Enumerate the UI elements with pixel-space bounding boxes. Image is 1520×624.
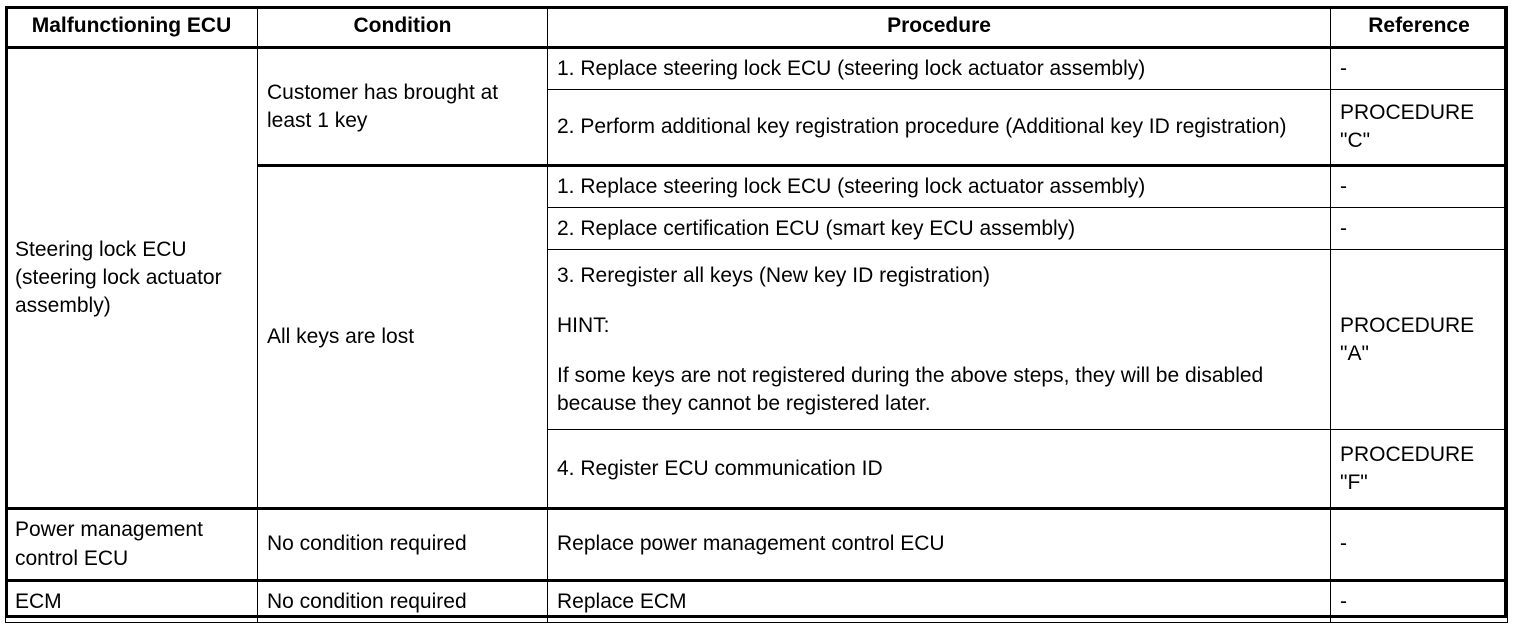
cell-condition-none: No condition required <box>257 507 548 582</box>
table-row: 2. Perform additional key registration p… <box>6 89 1508 168</box>
cell-reference: - <box>1330 579 1508 623</box>
table-header-row: Malfunctioning ECU Condition Procedure R… <box>5 5 1508 50</box>
hint-body: If some keys are not registered during t… <box>557 363 1264 415</box>
header-reference: Reference <box>1330 5 1508 50</box>
table-row: 3. Reregister all keys (New key ID regis… <box>6 249 1508 431</box>
hint-block: 3. Reregister all keys (New key ID regis… <box>557 262 1321 419</box>
cell-procedure-step: 2. Perform additional key registration p… <box>547 89 1331 168</box>
cell-condition-none: No condition required <box>257 579 548 623</box>
cell-procedure-step: Replace power management control ECU <box>547 507 1331 582</box>
cell-reference: - <box>1330 47 1508 91</box>
cell-procedure-step: 1. Replace steering lock ECU (steering l… <box>547 47 1331 91</box>
table-body: Steering lock ECU (steering lock actuato… <box>5 47 1508 623</box>
cell-procedure-step: 4. Register ECU communication ID <box>547 429 1331 511</box>
ecu-replacement-procedure-table: Malfunctioning ECU Condition Procedure R… <box>5 5 1508 623</box>
header-condition: Condition <box>257 5 548 50</box>
cell-reference: - <box>1330 507 1508 582</box>
cell-procedure-step: 2. Replace certification ECU (smart key … <box>547 207 1331 251</box>
cell-reference: PROCEDURE "F" <box>1330 429 1508 511</box>
cell-condition-at-least-one-key: Customer has brought at least 1 key <box>257 47 548 167</box>
procedure-step-title: 3. Reregister all keys (New key ID regis… <box>557 263 990 287</box>
header-malfunctioning-ecu: Malfunctioning ECU <box>5 5 258 50</box>
cell-ecu-ecm: ECM <box>5 579 258 623</box>
table-row: All keys are lost 1. Replace steering lo… <box>6 164 1508 511</box>
table-row: ECM No condition required Replace ECM - <box>5 579 1508 623</box>
table-row: Steering lock ECU (steering lock actuato… <box>5 47 1508 511</box>
cell-ecu-power-management: Power management control ECU <box>5 507 258 582</box>
cell-ecu-steering-lock: Steering lock ECU (steering lock actuato… <box>5 47 258 511</box>
cell-reference: PROCEDURE "C" <box>1330 89 1508 168</box>
table-row: 4. Register ECU communication ID PROCEDU… <box>6 429 1508 511</box>
header-procedure: Procedure <box>547 5 1331 50</box>
cell-condition-all-keys-lost: All keys are lost <box>257 164 548 511</box>
table-header: Malfunctioning ECU Condition Procedure R… <box>5 5 1508 50</box>
cell-reference: - <box>1330 207 1508 251</box>
hint-label: HINT: <box>557 313 610 337</box>
cell-procedure-step: Replace ECM <box>547 579 1331 623</box>
cell-procedure-step: 1. Replace steering lock ECU (steering l… <box>547 164 1331 209</box>
cell-reference: PROCEDURE "A" <box>1330 249 1508 431</box>
table-row: Power management control ECU No conditio… <box>5 507 1508 582</box>
cell-reference: - <box>1330 164 1508 209</box>
table-row: 2. Replace certification ECU (smart key … <box>6 207 1508 251</box>
cell-procedure-step-hint: 3. Reregister all keys (New key ID regis… <box>547 249 1331 431</box>
